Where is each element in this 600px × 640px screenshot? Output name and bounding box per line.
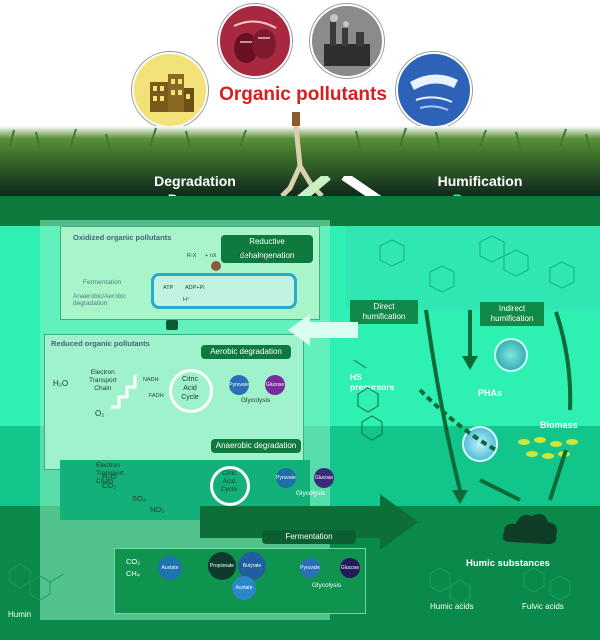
no3-label: NO₃ — [150, 505, 165, 514]
page-title: Organic pollutants — [219, 84, 387, 105]
etc2-line1: Electron — [96, 462, 120, 469]
formula-1: R-X — [187, 253, 197, 259]
pollutant-structures — [379, 235, 575, 293]
etc2-line2: Transport — [96, 470, 124, 477]
propionate-node: Propionate — [208, 552, 236, 580]
formula-3: R-X — [237, 253, 247, 259]
etc-label-2: Electron Transport Chain — [96, 462, 124, 486]
atp-label: ATP — [163, 285, 174, 291]
glycolysis-label-2: Glycolysis — [296, 490, 326, 497]
indirect-line2: humification — [490, 314, 534, 323]
butyrate-node: Butyrate — [238, 552, 266, 580]
cycle-label-2: Citric Acid Cycle — [212, 470, 246, 494]
fulvic-acids-label: Fulvic acids — [522, 602, 564, 611]
cycle-line3: Cycle — [181, 394, 199, 401]
direct-line2: humification — [362, 312, 406, 321]
anaerobic-badge: Anaerobic degradation — [211, 439, 301, 453]
oxidized-box-title: Oxidized organic pollutants — [73, 233, 172, 242]
glycolysis-label-3: Glycolysis — [312, 582, 342, 589]
glucose-node: Glucose — [265, 375, 285, 395]
co2-label: CO₂ — [102, 481, 117, 490]
humification-to-degradation-arrow — [288, 314, 358, 346]
glucose-node-3: Glucose — [340, 558, 360, 578]
enzyme-icon — [211, 261, 221, 271]
microbe-cluster-icon — [494, 338, 528, 372]
humification-panel — [346, 226, 600, 310]
formula-2: + nX — [205, 253, 217, 259]
anaerobic-aerobic-label: Anaerobic/Aerobic degradation — [73, 293, 127, 307]
fulvic-acid-structure — [523, 567, 571, 601]
humin-structure — [9, 563, 65, 601]
hs-precursor-structures — [353, 359, 383, 441]
etc-line1: Electron — [90, 369, 115, 376]
direct-humification-label: Direct humification — [350, 300, 418, 324]
h2o-label: H₂O — [53, 379, 69, 388]
glucose-node-2: Glucose — [314, 468, 334, 488]
buildings-icon — [132, 52, 208, 128]
membrane — [151, 273, 297, 309]
co2-label-2: CO₂ — [126, 557, 141, 566]
hs-precursors-label: HS precursors — [350, 372, 394, 392]
fermentation-badge: Fermentation — [262, 530, 356, 544]
pyruvate-node-3: Pyruvate — [300, 558, 320, 578]
cycle-label: Citric Acid Cycle — [171, 375, 209, 402]
humic-acid-structure — [429, 567, 471, 605]
grass-band — [0, 125, 600, 198]
adp-label: ADP+Pi — [185, 285, 205, 291]
acetate-node: Acetate — [158, 556, 182, 580]
humification-flow-arrows — [418, 309, 573, 504]
biomass-cells-icon — [518, 437, 578, 459]
cycle-line2: Acid — [183, 385, 197, 392]
oxidized-box: Oxidized organic pollutants Reductive de… — [60, 226, 320, 320]
membrane-h-label: H⁺ — [183, 297, 190, 303]
reductive-dehalogenation-badge: Reductive dehalogenation — [221, 235, 313, 263]
ch4-label: CH₄ — [126, 569, 140, 578]
acetate-node-2: Acetate — [232, 576, 256, 600]
humification-heading-line1: Humification — [437, 173, 523, 189]
cycle2-line3: Cycle — [220, 486, 238, 493]
cycle2-line2: Acid — [222, 478, 236, 485]
cycle-line1: Citric — [182, 376, 198, 383]
factory-icon — [310, 4, 384, 78]
etc-stairs — [111, 375, 137, 409]
hs-line2: precursors — [350, 382, 395, 392]
so4-label: SO₄ — [132, 494, 146, 503]
hs-line1: HS — [350, 372, 362, 382]
aerobic-badge: Aerobic degradation — [201, 345, 291, 359]
fermentation-label: Fermentation — [83, 279, 122, 286]
etc-line2: Transport — [89, 377, 117, 384]
indirect-humification-label: Indirect humification — [480, 302, 544, 326]
stem — [292, 112, 300, 130]
pyruvate-node: Pyruvate — [229, 375, 249, 395]
etc-label: Electron Transport Chain — [89, 369, 117, 393]
fadh-label: FADH — [149, 393, 164, 399]
direct-line1: Direct — [373, 302, 395, 311]
pyruvate-node-2: Pyruvate — [276, 468, 296, 488]
humic-substances-label: Humic substances — [466, 558, 550, 569]
phas-label: PHAs — [478, 388, 503, 398]
etc-line3: Chain — [94, 385, 112, 392]
humic-substances-cloud-icon — [502, 514, 557, 544]
glycolysis-label: Glycolysis — [241, 397, 271, 404]
oil-spill-icon — [396, 52, 472, 128]
o2-label: O₂ — [95, 409, 105, 418]
h2o-label-2: H₂O — [102, 472, 117, 481]
humic-acids-label: Humic acids — [430, 602, 474, 611]
citric-acid-cycle — [169, 369, 213, 413]
ion-label-1: 2H⁺ — [259, 257, 269, 263]
reduced-box-title: Reduced organic pollutants — [51, 339, 150, 348]
citric-acid-cycle-2 — [210, 466, 250, 506]
cycle2-line1: Citric — [221, 470, 237, 477]
reduced-box: Reduced organic pollutants Aerobic degra… — [44, 334, 304, 470]
etc2-line3: Chain — [96, 478, 113, 485]
indirect-line1: Indirect — [498, 304, 526, 313]
humin-label: Humin — [8, 610, 32, 619]
box-connector-icon — [166, 320, 178, 330]
degradation-heading-line1: Degradation — [154, 173, 236, 189]
biomass-label: Biomass — [540, 420, 578, 430]
ion-label-2: H⁺ — [275, 257, 282, 263]
nadh-label: NADH — [143, 377, 159, 383]
waste-barrels-icon — [218, 4, 292, 78]
